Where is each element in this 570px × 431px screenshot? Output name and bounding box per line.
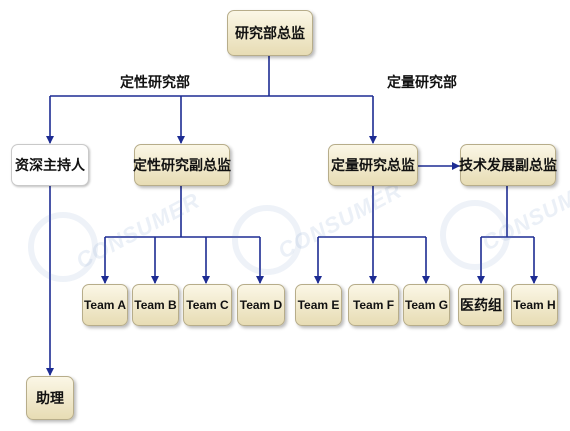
node-qual-deputy-director: 定性研究副总监 <box>133 144 231 186</box>
node-quant-director: 定量研究总监 <box>328 144 418 186</box>
quant-dept-label: 定量研究部 <box>387 75 457 91</box>
node-team-e: Team E <box>295 284 342 326</box>
node-team-g: Team G <box>403 284 450 326</box>
node-research-director: 研究部总监 <box>227 10 313 56</box>
node-team-h: Team H <box>511 284 558 326</box>
node-team-c: Team C <box>183 284 232 326</box>
node-assistant: 助理 <box>26 376 74 420</box>
node-team-f: Team F <box>348 284 399 326</box>
node-tech-deputy-director: 技术发展副总监 <box>459 144 557 186</box>
node-senior-moderator: 资深主持人 <box>11 144 89 186</box>
node-team-d: Team D <box>237 284 285 326</box>
node-team-b: Team B <box>132 284 179 326</box>
node-team-a: Team A <box>82 284 128 326</box>
qual-dept-label: 定性研究部 <box>120 75 190 91</box>
node-medical-group: 医药组 <box>458 284 504 326</box>
